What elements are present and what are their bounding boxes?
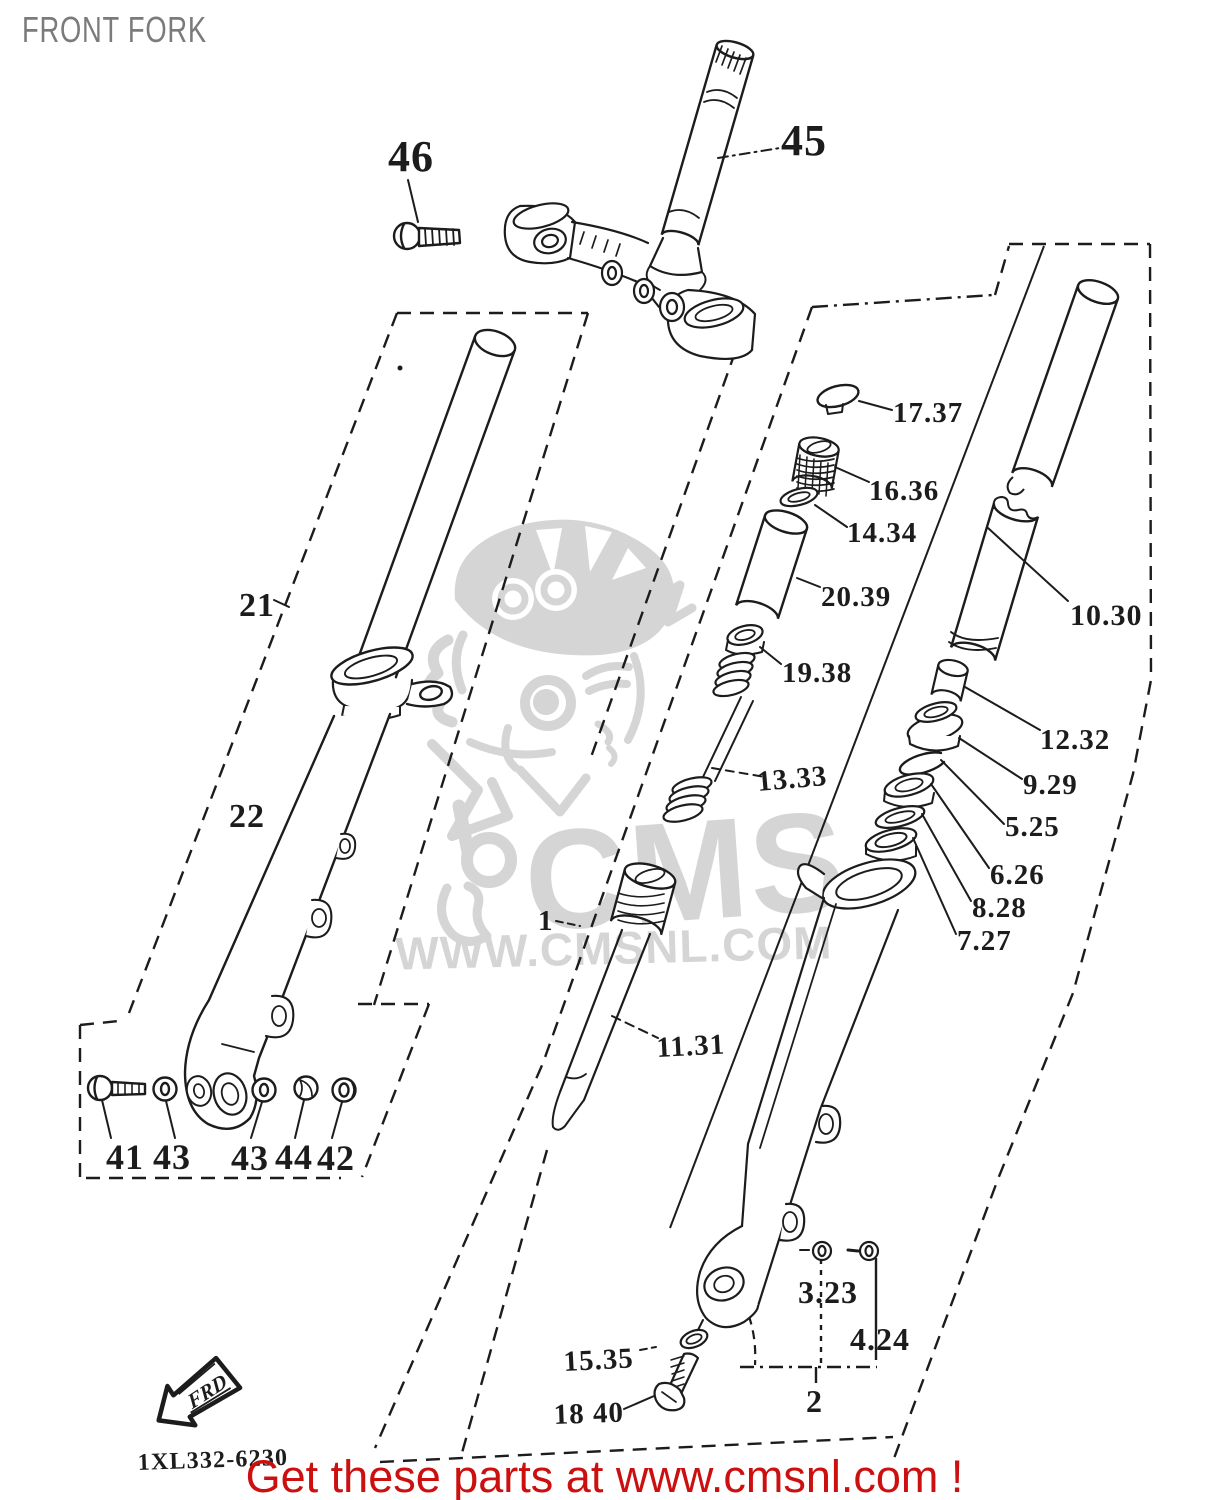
svg-text:41: 41 <box>106 1137 144 1177</box>
svg-text:11.31: 11.31 <box>656 1028 726 1064</box>
svg-text:46: 46 <box>388 132 434 181</box>
svg-text:19.38: 19.38 <box>782 657 852 689</box>
svg-text:2: 2 <box>806 1383 823 1419</box>
svg-text:8.28: 8.28 <box>972 892 1027 924</box>
svg-text:WWW.CMSNL.COM: WWW.CMSNL.COM <box>395 916 833 979</box>
svg-text:16.36: 16.36 <box>869 475 939 507</box>
svg-text:17.37: 17.37 <box>893 397 963 429</box>
svg-text:FRONT FORK: FRONT FORK <box>22 9 207 50</box>
svg-text:10.30: 10.30 <box>1070 599 1143 632</box>
svg-text:13.33: 13.33 <box>756 760 829 798</box>
svg-text:5.25: 5.25 <box>1005 811 1060 843</box>
svg-text:9.29: 9.29 <box>1023 769 1078 801</box>
svg-text:12.32: 12.32 <box>1040 724 1110 756</box>
svg-text:4.24: 4.24 <box>850 1321 910 1357</box>
svg-text:20.39: 20.39 <box>821 581 891 613</box>
svg-text:44: 44 <box>275 1137 313 1177</box>
svg-text:21: 21 <box>239 587 275 624</box>
svg-text:6.26: 6.26 <box>990 859 1045 891</box>
svg-text:14.34: 14.34 <box>847 517 917 549</box>
svg-text:7.27: 7.27 <box>957 925 1012 957</box>
svg-text:15.35: 15.35 <box>563 1342 635 1378</box>
svg-text:18 40: 18 40 <box>553 1397 624 1431</box>
svg-text:42: 42 <box>317 1138 355 1178</box>
svg-text:45: 45 <box>781 116 827 165</box>
svg-text:1XL332-6230: 1XL332-6230 <box>137 1445 288 1476</box>
svg-text:1: 1 <box>538 905 554 937</box>
svg-text:22: 22 <box>229 798 265 835</box>
svg-text:43: 43 <box>231 1138 269 1178</box>
svg-text:3.23: 3.23 <box>798 1274 858 1310</box>
svg-text:43: 43 <box>153 1137 191 1177</box>
